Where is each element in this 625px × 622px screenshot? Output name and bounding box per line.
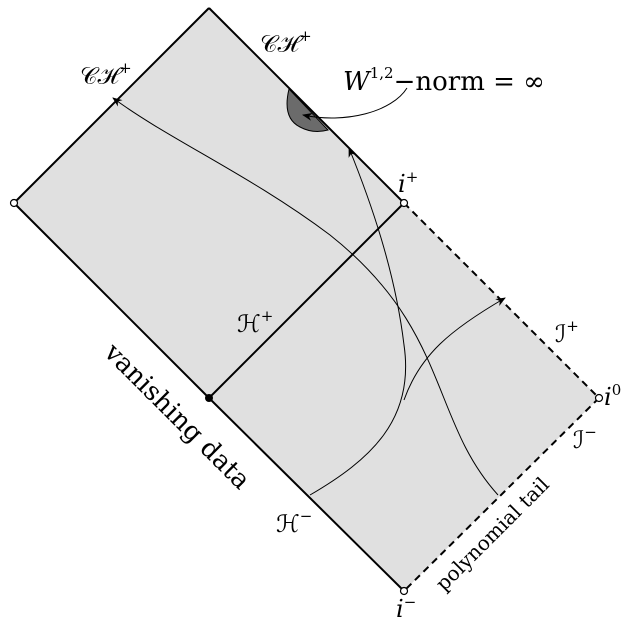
cauchy-horizon-left	[13, 7, 210, 204]
i-minus-point	[399, 586, 409, 596]
i-plus-label: i+	[398, 168, 418, 198]
w-norm-label: W1,2−norm = ∞	[343, 64, 545, 97]
ch-plus-left-label: 𝒞ℋ+	[80, 59, 132, 90]
left-corner-point	[9, 198, 19, 208]
bifurcation-sphere-point	[205, 394, 213, 402]
norm-annotation-arrow	[302, 87, 408, 121]
i-zero-label: i0	[604, 381, 621, 411]
ch-plus-right-label: 𝒞ℋ+	[260, 27, 312, 58]
event-horizon	[208, 202, 405, 399]
past-null-infinity	[403, 397, 600, 592]
past-event-horizon	[208, 397, 405, 592]
i-zero-point	[594, 393, 604, 403]
i-plus-point	[399, 198, 409, 208]
scri-minus-label: ℐ−	[573, 423, 597, 454]
i-minus-label: i−	[396, 593, 416, 622]
h-minus-label: ℋ−	[276, 507, 312, 538]
vanishing-data-boundary	[13, 202, 210, 399]
blowup-region	[286, 87, 329, 132]
scri-plus-label: ℐ+	[555, 317, 579, 348]
cauchy-horizon-right	[208, 7, 405, 204]
worldline-to-right-ch	[309, 147, 407, 496]
worldline-to-left-ch	[112, 97, 499, 496]
h-plus-label: ℋ+	[237, 307, 273, 338]
worldline-to-scri-plus	[403, 297, 506, 401]
